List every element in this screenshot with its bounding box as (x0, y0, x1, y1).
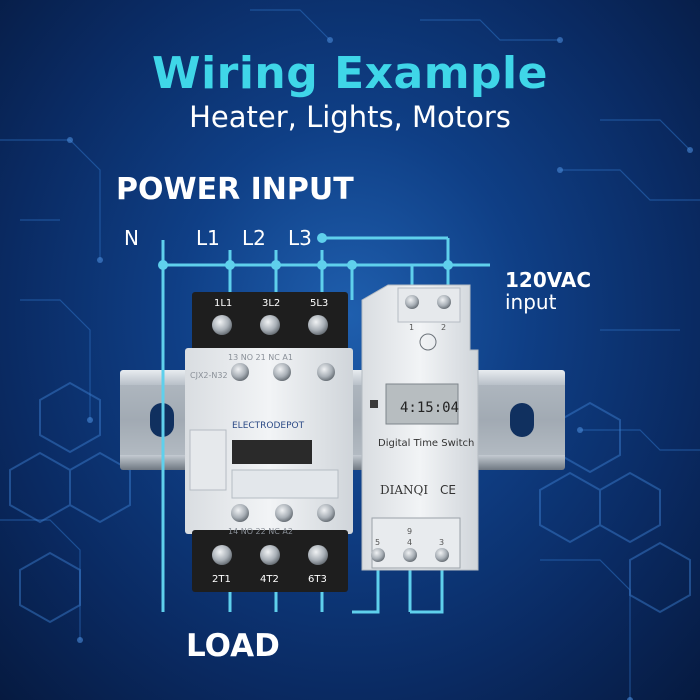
contactor-terminal-4t2: 4T2 (260, 574, 279, 585)
contactor-model: CJX2-N32 (190, 371, 228, 380)
timer-terminal-9: 9 (407, 527, 412, 536)
contactor-terminal-2t1: 2T1 (212, 574, 231, 585)
contactor-aux-top: 13 NO 21 NC A1 (228, 353, 293, 362)
voltage-sub-label: input (505, 290, 557, 314)
timer-terminal-2: 2 (441, 323, 446, 332)
contactor-terminal-6t3: 6T3 (308, 574, 327, 585)
neutral-label: N (124, 226, 139, 250)
voltage-label: 120VAC (505, 268, 592, 292)
power-input-label: POWER INPUT (116, 172, 354, 207)
l3-label: L3 (288, 226, 312, 250)
contactor-brand: ELECTRODEPOT (232, 421, 305, 431)
page-title: Wiring Example (152, 48, 548, 99)
timer-terminal-3: 3 (439, 538, 444, 547)
timer-text: 1 2 4:15:04 Digital Time Switch DIANQI C… (375, 323, 474, 547)
digital-time-switch (361, 284, 479, 571)
timer-terminal-1: 1 (409, 323, 414, 332)
timer-brand: DIANQI (380, 483, 428, 497)
load-label: LOAD (186, 628, 280, 664)
contactor-terminal-5l3: 5L3 (310, 298, 328, 309)
l1-label: L1 (196, 226, 220, 250)
contactor-terminal-1l1: 1L1 (214, 298, 232, 309)
timer-cert: CE (440, 483, 456, 497)
contactor-terminal-3l2: 3L2 (262, 298, 280, 309)
contactor (185, 292, 353, 592)
timer-display: 4:15:04 (400, 400, 459, 416)
contactor-text: 1L1 3L2 5L3 13 NO 21 NC A1 CJX2-N32 ELEC… (190, 298, 328, 585)
timer-label: Digital Time Switch (378, 438, 474, 449)
contactor-aux-bottom: 14 NO 22 NC A2 (228, 527, 293, 536)
page-subtitle: Heater, Lights, Motors (189, 100, 511, 134)
l2-label: L2 (242, 226, 266, 250)
timer-terminal-4: 4 (407, 538, 412, 547)
wire-junctions (158, 233, 453, 270)
timer-terminal-5: 5 (375, 538, 380, 547)
